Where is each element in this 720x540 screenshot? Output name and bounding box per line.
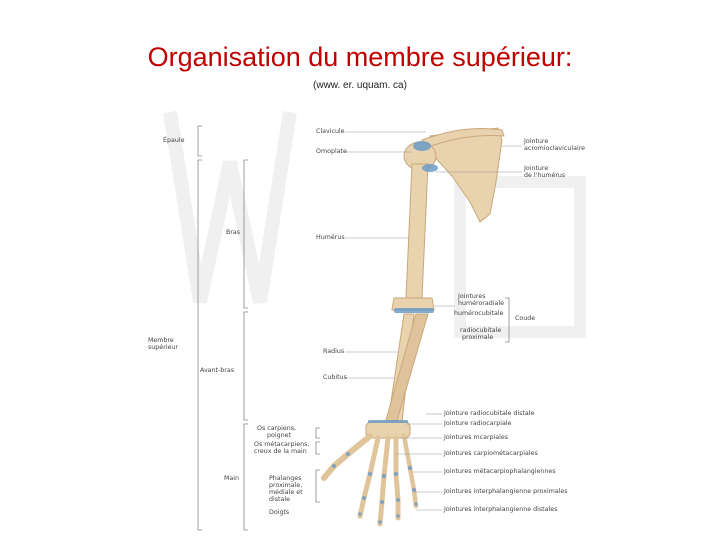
label-carpiens-1: Os carpiens, (257, 425, 297, 432)
bones (365, 127, 505, 439)
label-phalanges-3: médiale et (269, 489, 303, 496)
index-finger (357, 435, 381, 519)
bras-bracket (243, 159, 248, 309)
label-main: Main (224, 475, 240, 482)
label-omoplate: Omoplate (316, 148, 347, 155)
arm-anatomy-figure: Épaule Bras Membre supérieur Avant-bras … (130, 102, 600, 534)
label-avant-bras: Avant-bras (200, 367, 234, 374)
humerus-shaft (405, 163, 429, 299)
clavicle-shape (421, 128, 505, 149)
label-bras: Bras (226, 229, 241, 236)
page-title: Organisation du membre supérieur: (147, 42, 573, 72)
label-interphal-dist: Jointures interphalangienne distales (444, 506, 558, 513)
label-radius: Radius (323, 348, 345, 355)
label-metacarpiens-2: creux de la main (254, 448, 307, 455)
source-citation: (www. er. uquam. ca) (313, 80, 407, 91)
label-jointure-humerus-1: Jointure (524, 165, 549, 172)
ring-finger (393, 435, 401, 521)
arm-skeleton-illustration (163, 110, 586, 531)
label-metacarpiens-1: Os métacarpiens, (254, 441, 310, 448)
hand-joint-marks (332, 452, 418, 524)
label-coude-4: radiocubitale (460, 327, 502, 334)
acromio-cartilage (413, 141, 431, 151)
leader-lines (345, 131, 522, 511)
label-interphal-prox: Jointures interphalangienne proximales (444, 488, 568, 495)
label-metacarpophalangiennes: Jointures métacarpiophalangiennes (444, 468, 556, 475)
label-membre-2: supérieur (148, 344, 178, 351)
middle-finger (377, 435, 391, 527)
shoulder-cartilage (422, 164, 438, 172)
metacarpiens-bracket (315, 441, 320, 455)
label-membre-1: Membre (148, 337, 174, 344)
label-carpiens-2: poignet (267, 432, 291, 439)
wrist-cartilage (368, 420, 408, 423)
label-coude-5: proximale (462, 334, 494, 341)
label-doigts: Doigts (269, 509, 290, 516)
label-phalanges-1: Phalanges (269, 475, 302, 482)
label-jointure-humerus-2: de l'humérus (524, 172, 566, 179)
label-coude-1: Jointures (458, 293, 486, 300)
label-coude: Coude (515, 315, 536, 322)
label-epaule: Épaule (163, 137, 185, 144)
label-radiocubitale-distale: Jointure radiocubitale distale (444, 410, 535, 417)
joint-cartilage (368, 141, 438, 423)
coude-bracket (505, 297, 510, 343)
label-radiocarpiale: Jointure radiocarpiale (444, 420, 512, 427)
elbow-cartilage (394, 308, 434, 313)
label-clavicule: Clavicule (316, 128, 345, 135)
label-acromio-1: Jointure (524, 138, 549, 145)
little-finger (401, 433, 419, 509)
thumb (321, 433, 373, 481)
hand-bones (321, 433, 419, 527)
label-mcarpiales: Jointures mcarpiales (444, 434, 509, 441)
main-bracket (243, 423, 248, 531)
label-phalanges-4: distale (269, 496, 290, 503)
region-brackets (197, 125, 510, 531)
membre-bracket (197, 159, 202, 531)
label-humerus: Humérus (316, 234, 345, 241)
epaule-bracket (197, 125, 202, 157)
label-coude-3: humérocubitale (454, 310, 504, 317)
label-cubitus: Cubitus (323, 374, 347, 381)
background-watermark (163, 110, 586, 338)
label-carpometacarpiales: Jointures carpiométacarpiales (444, 450, 538, 457)
phalanges-bracket (315, 469, 320, 503)
carpiens-bracket (315, 427, 320, 439)
label-coude-2: huméroradiale (458, 300, 504, 307)
label-acromio-2: acromioclaviculaire (524, 145, 586, 152)
label-phalanges-2: proximale, (269, 482, 303, 489)
avant-bras-bracket (243, 311, 248, 421)
